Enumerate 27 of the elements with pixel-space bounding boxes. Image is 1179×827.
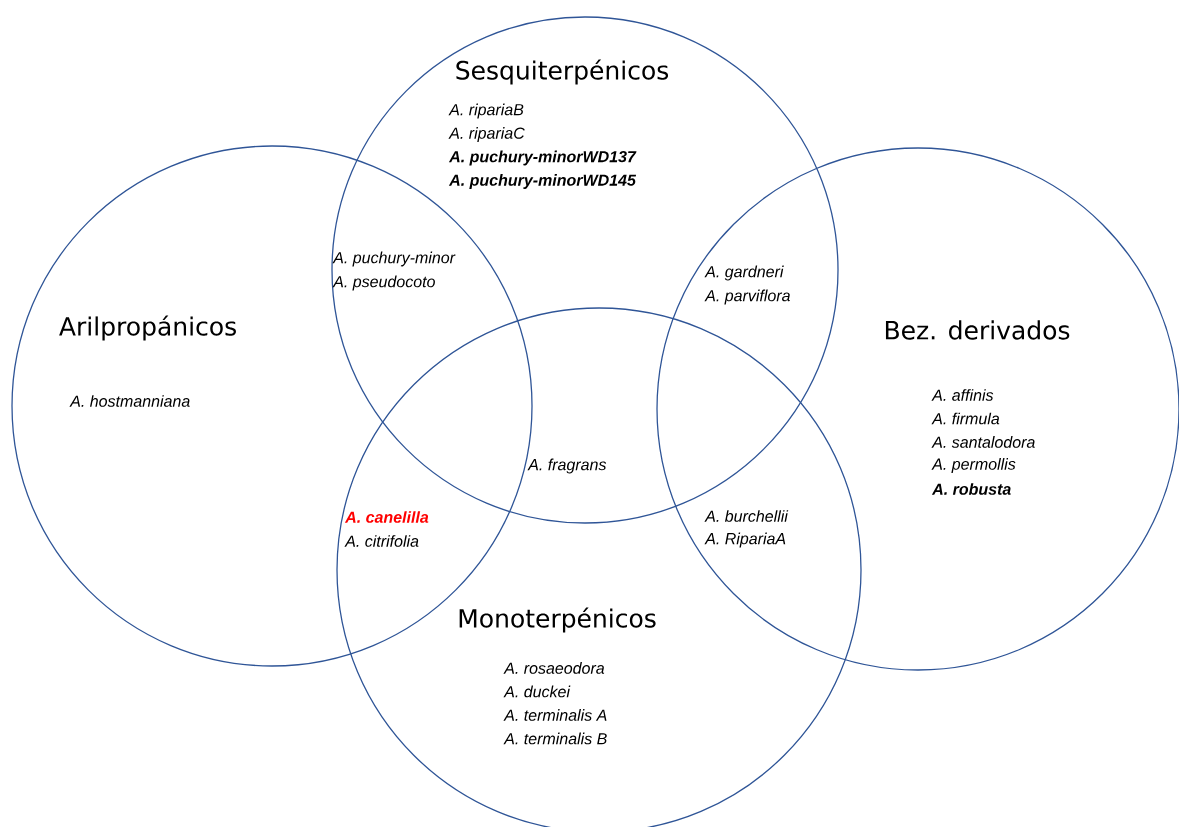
- species-name: A. firmula: [931, 412, 1000, 425]
- species-name: A. santalodora: [931, 436, 1035, 448]
- species-name: A. citrifolia: [344, 535, 419, 547]
- species-name: A. affinis: [931, 389, 994, 401]
- species-name: A. terminalis B: [503, 732, 607, 745]
- species-name: A. burchellii: [704, 510, 789, 522]
- venn-circle: [331, 16, 839, 524]
- species-name: A. fragrans: [527, 458, 607, 474]
- species-name: A. duckei: [503, 685, 571, 698]
- species-name: A. robusta: [931, 483, 1011, 495]
- set-heading: Arilpropánicos: [59, 315, 236, 341]
- species-name: A. rosaeodora: [503, 662, 605, 674]
- set-heading: Sesquiterpénicos: [456, 59, 669, 85]
- species-name: A. permollis: [931, 458, 1016, 473]
- species-name: A. canelilla: [344, 511, 429, 523]
- species-name: A. gardneri: [704, 265, 784, 281]
- species-name: A. parviflora: [704, 289, 790, 305]
- species-name: A. RipariaA: [704, 532, 786, 548]
- species-name: A. pseudocoto: [332, 275, 435, 291]
- species-name: A. puchury-minorWD137: [448, 150, 637, 166]
- species-name: A. puchury-minorWD145: [448, 174, 637, 189]
- species-name: A. ripariaC: [448, 127, 525, 142]
- species-name: A. ripariaB: [448, 103, 524, 119]
- set-heading: Monoterpénicos: [459, 607, 656, 633]
- set-heading: Bez. derivados: [885, 320, 1070, 340]
- species-name: A. hostmanniana: [69, 395, 190, 407]
- species-name: A. terminalis A: [503, 709, 607, 721]
